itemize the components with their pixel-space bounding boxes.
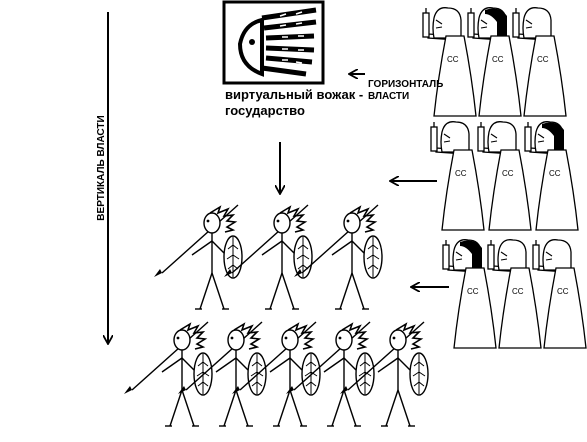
warrior-figure	[153, 204, 243, 310]
feather-headdress-icon	[261, 7, 317, 77]
warrior-figure	[123, 321, 213, 427]
horizontal-power-label: ГОРИЗОНТАЛЬ ВЛАСТИ	[368, 79, 444, 102]
priest-figure	[430, 121, 485, 231]
priest-figure	[532, 239, 587, 349]
priest-figure	[524, 121, 579, 231]
leader-portrait	[222, 0, 325, 85]
vertical-power-label: ВЕРТИКАЛЬ ВЛАСТИ	[96, 115, 107, 221]
priest-figure	[512, 7, 567, 117]
priest-figure	[477, 121, 532, 231]
leader-label: виртуальный вожак - государство	[225, 87, 364, 118]
